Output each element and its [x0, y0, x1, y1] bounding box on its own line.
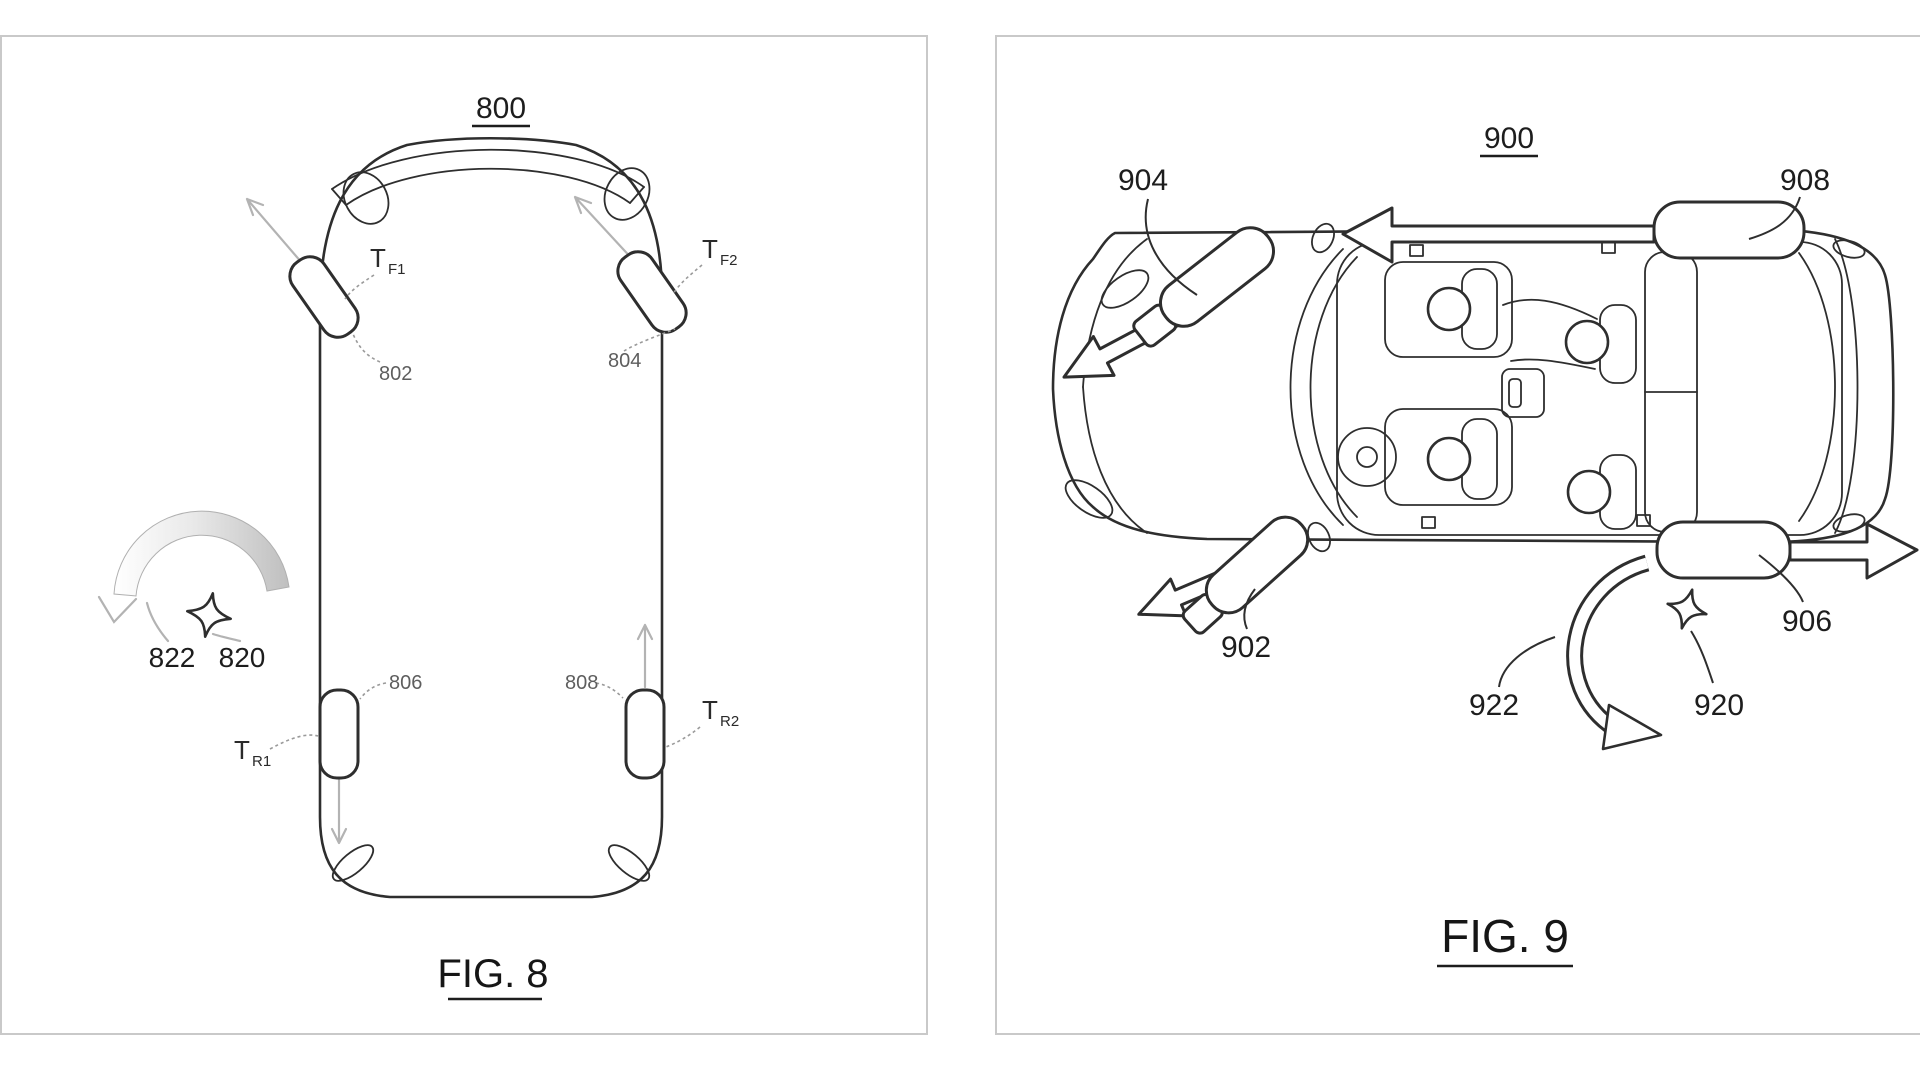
- label-820: 820: [219, 642, 266, 673]
- label-tr1-main: T: [234, 735, 250, 765]
- fig9-yaw-indicator: [1575, 563, 1712, 749]
- steering-wheel: [1338, 428, 1396, 486]
- front-left-lamp-oval: [335, 164, 397, 231]
- fig8-leader-lines: [147, 265, 702, 749]
- fig8-caption: FIG. 8: [437, 952, 548, 996]
- rear-left-wheel: [320, 690, 358, 778]
- pillar-mark-top-1: [1410, 245, 1423, 256]
- leader-822: [147, 603, 168, 641]
- patent-figure-panel-fig8: 800 T F1 T F2 T R1 T R2 802 804 806 808 …: [0, 35, 928, 1035]
- fig9-thrusters: [1054, 202, 1917, 642]
- steering-wheel-hub: [1357, 447, 1377, 467]
- label-806: 806: [389, 672, 422, 694]
- rear-passenger-top-arm-1: [1503, 300, 1597, 319]
- fig9-caption: FIG. 9: [1441, 910, 1569, 962]
- yaw-curved-arrow-core: [1575, 563, 1647, 729]
- headlight-left-top: [1095, 263, 1154, 315]
- label-904: 904: [1118, 164, 1168, 197]
- thruster-904-body: [1152, 219, 1283, 335]
- gear-selector: [1509, 379, 1521, 407]
- thruster-906-body: [1657, 522, 1790, 578]
- rear-window-arc: [1799, 253, 1835, 521]
- headlight-left-bottom: [1059, 473, 1118, 525]
- leader-tr1: [270, 735, 318, 749]
- label-808: 808: [565, 672, 598, 694]
- leader-tf1: [345, 275, 374, 299]
- rear-passenger-bottom-head: [1568, 471, 1610, 513]
- fig8-drawing: 800 T F1 T F2 T R1 T R2 802 804 806 808 …: [2, 37, 926, 1033]
- rear-right-lamp-oval: [603, 839, 654, 886]
- pillar-mark-bottom-2: [1637, 515, 1650, 526]
- thruster-902: [1175, 509, 1316, 642]
- driver-head: [1428, 438, 1470, 480]
- label-tf2-sub: F2: [720, 252, 738, 269]
- leader-802: [353, 334, 380, 362]
- leader-808: [596, 683, 623, 698]
- label-tf1-main: T: [370, 243, 386, 273]
- label-822: 822: [149, 642, 196, 673]
- label-906: 906: [1782, 605, 1832, 638]
- fig9-drawing: 900 904 908 902 906 922 920 FIG. 9: [997, 37, 1920, 1033]
- leader-922: [1499, 637, 1555, 687]
- leader-920: [1691, 631, 1713, 683]
- label-tr2-sub: R2: [720, 713, 739, 730]
- label-804: 804: [608, 350, 641, 372]
- rear-right-wheel: [626, 690, 664, 778]
- cabin-interior: [1338, 252, 1697, 532]
- side-mirror-right: [1308, 220, 1339, 256]
- front-passenger-head: [1428, 288, 1470, 330]
- leader-806: [360, 683, 386, 699]
- rear-trunk-line: [1835, 239, 1858, 533]
- front-left-wheel-arrow: [247, 199, 302, 263]
- fig8-yaw-indicator: [99, 511, 289, 640]
- hood-line-lower: [1083, 387, 1147, 533]
- thruster-908-body: [1654, 202, 1804, 258]
- leader-tf2: [673, 265, 702, 294]
- leader-tr2: [666, 727, 700, 747]
- pillar-mark-bottom-1: [1422, 517, 1435, 528]
- center-of-rotation-star: [184, 590, 235, 641]
- center-of-rotation-star: [1663, 585, 1712, 634]
- leader-820: [213, 634, 240, 641]
- fig9-vehicle-top-view: [1053, 220, 1893, 555]
- label-tr1-sub: R1: [252, 753, 271, 770]
- label-908: 908: [1780, 164, 1830, 197]
- fig9-number: 900: [1484, 122, 1534, 155]
- yaw-arc-arrowhead: [99, 597, 136, 622]
- rear-left-lamp-oval: [327, 839, 378, 886]
- label-802: 802: [379, 363, 412, 385]
- patent-figure-panel-fig9: 900 904 908 902 906 922 920 FIG. 9: [995, 35, 1920, 1035]
- label-920: 920: [1694, 689, 1744, 722]
- label-tf2-main: T: [702, 234, 718, 264]
- rear-passenger-top-head: [1566, 321, 1608, 363]
- fig8-wheels: [283, 245, 693, 778]
- pillar-mark-top-2: [1602, 242, 1615, 253]
- label-902: 902: [1221, 631, 1271, 664]
- fig8-number: 800: [476, 92, 526, 125]
- label-tr2-main: T: [702, 695, 718, 725]
- taillight-top: [1831, 237, 1866, 261]
- thruster-906-arrow: [1790, 524, 1917, 578]
- yaw-arc-arrow: [114, 511, 289, 596]
- yaw-curved-arrowhead: [1603, 705, 1661, 749]
- windshield-arc-inner: [1311, 257, 1358, 517]
- windshield-arc-outer: [1291, 249, 1344, 525]
- label-922: 922: [1469, 689, 1519, 722]
- front-right-lamp-oval: [596, 160, 658, 227]
- front-left-wheel: [283, 250, 365, 344]
- rear-left-wheel-arrow: [332, 779, 346, 843]
- rear-right-wheel-arrow: [638, 625, 652, 687]
- thruster-902-body: [1198, 509, 1317, 622]
- label-tf1-sub: F1: [388, 261, 406, 278]
- front-right-wheel: [611, 245, 693, 339]
